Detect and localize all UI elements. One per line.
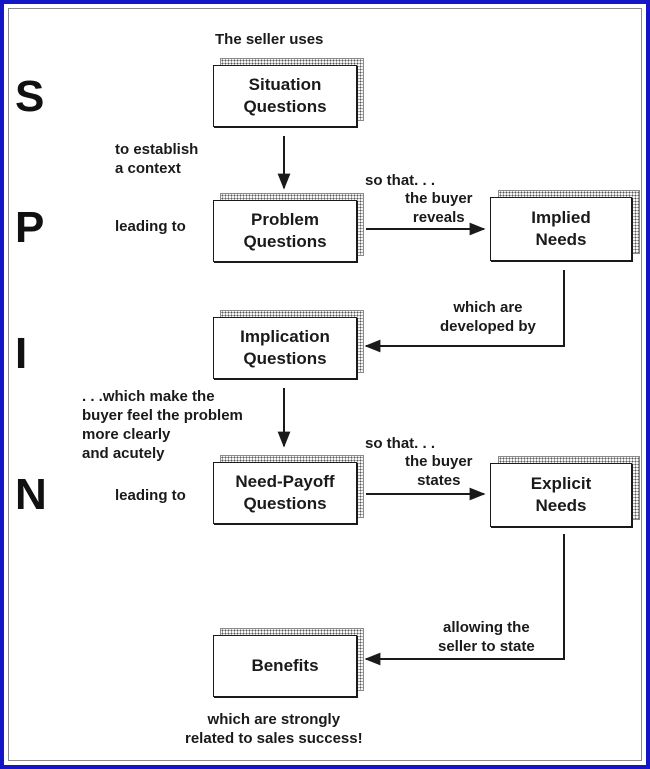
need-payoff-questions-box: Need-Payoff Questions <box>213 462 357 524</box>
problem-questions-box: Problem Questions <box>213 200 357 262</box>
implication-questions-box: Implication Questions <box>213 317 357 379</box>
arrow-implied-to-implication <box>364 270 565 353</box>
buyer-reveals-text: the buyer reveals <box>405 190 473 226</box>
leading-to-text-2: leading to <box>115 487 186 504</box>
so-that-text-1: so that. . . <box>365 172 436 189</box>
benefits-box: Benefits <box>213 635 357 697</box>
spin-letter-s: S <box>15 72 45 121</box>
establish-context-text: to establish a context <box>115 141 199 177</box>
explicit-needs-box: Explicit Needs <box>490 463 632 527</box>
implied-needs-label: Implied Needs <box>531 208 591 249</box>
spin-letter-p: P <box>15 203 45 252</box>
explicit-needs-label: Explicit Needs <box>530 474 592 515</box>
implication-questions-label: Implication Questions <box>240 327 330 368</box>
benefits-label: Benefits <box>251 656 319 675</box>
so-that-text-2: so that. . . <box>365 435 436 452</box>
which-make-text: . . .which make the buyer feel the probl… <box>82 388 243 462</box>
leading-to-text-1: leading to <box>115 218 186 235</box>
situation-questions-box: Situation Questions <box>213 65 357 127</box>
problem-questions-label: Problem Questions <box>243 210 327 251</box>
sales-success-text: which are strongly related to sales succ… <box>185 711 363 747</box>
allowing-seller-text: allowing the seller to state <box>438 619 535 655</box>
implied-needs-box: Implied Needs <box>490 197 632 261</box>
developed-by-text: which are developed by <box>440 299 536 335</box>
seller-uses-text: The seller uses <box>215 31 324 48</box>
spin-letter-i: I <box>15 329 28 378</box>
need-payoff-questions-label: Need-Payoff Questions <box>235 472 335 513</box>
situation-questions-label: Situation Questions <box>243 75 327 116</box>
flow-arrows <box>277 136 565 666</box>
arrow-explicit-to-benefits <box>364 534 565 666</box>
spin-letter-n: N <box>15 470 47 519</box>
buyer-states-text: the buyer states <box>405 453 473 489</box>
